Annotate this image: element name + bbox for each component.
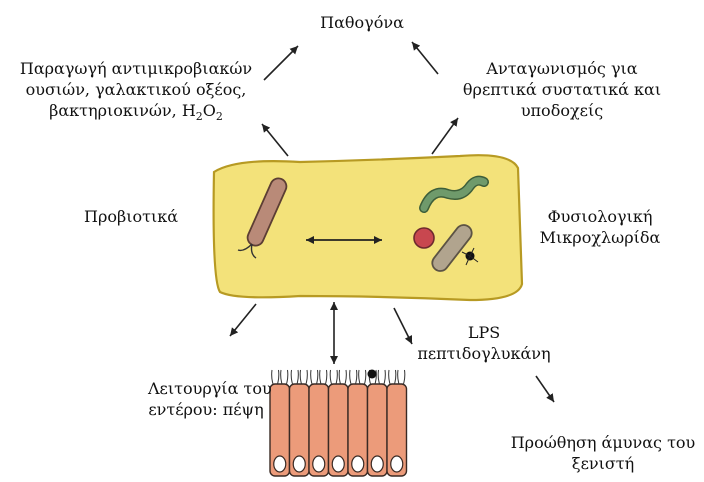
arrow-to-gut-function [230,304,256,336]
microvillus [278,370,279,384]
microvillus [345,370,346,384]
gut-function-label: Λειτουργία του εντέρου: πέψη [148,378,264,420]
normal-flora-line-2: Μικροχλωρίδα [534,227,666,248]
microvillus [326,370,327,384]
gut-function-line-1: Λειτουργία του [148,378,264,399]
cell-nucleus [293,456,305,472]
microvillus [389,370,390,384]
microvillus [300,370,301,384]
lps-line-1: LPS [416,322,552,343]
host-defense-line-1: Προώθηση άμυνας του [506,432,700,453]
normal-flora-line-1: Φυσιολογική [534,206,666,227]
microvillus [336,370,337,384]
microvillus [339,370,340,384]
arrow-to-host-defense [536,376,554,402]
antimicrobial-label: Παραγωγή αντιμικροβιακών ουσιών, γαλακτι… [4,58,268,127]
gut-function-line-2: εντέρου: πέψη [148,399,264,420]
microvillus [330,370,331,384]
arrow-to-pathogens-left [264,46,298,80]
antimicrobial-line-2: ουσιών, γαλακτικού οξέος, [4,79,268,100]
pathogens-label: Παθογόνα [300,12,424,33]
cell-nucleus [352,456,364,472]
microvillus [306,370,307,384]
microvillus [297,370,298,384]
lps-label: LPS πεπτιδογλυκάνη [416,322,552,364]
antimicrobial-line-3: βακτηριοκινών, H2O2 [4,100,268,127]
cell-nucleus [371,456,383,472]
microvillus [378,370,379,384]
lps-line-2: πεπτιδογλυκάνη [416,343,552,364]
microvillus [384,370,385,384]
probiotics-label: Προβιοτικά [84,206,178,227]
competition-line-3: υποδοχείς [454,100,670,121]
competition-line-2: θρεπτικά συστατικά και [454,79,670,100]
normal-flora-label: Φυσιολογική Μικροχλωρίδα [534,206,666,248]
competition-line-1: Ανταγωνισμός για [454,58,670,79]
epithelial-particle [368,370,377,379]
microvillus [350,370,351,384]
epithelial-cells-icon [270,370,407,476]
arrow-to-lps [394,308,412,344]
microvillus [291,370,292,384]
arrow-to-competition [432,118,458,154]
arrow-to-pathogens-right [412,42,438,74]
antimicrobial-line-1: Παραγωγή αντιμικροβιακών [4,58,268,79]
competition-label: Ανταγωνισμός για θρεπτικά συστατικά και … [454,58,670,121]
cell-nucleus [391,456,403,472]
host-defense-line-2: ξενιστή [506,453,700,474]
microvillus [311,370,312,384]
microvillus [404,370,405,384]
microvillus [281,370,282,384]
cell-nucleus [332,456,344,472]
arrow-to-antimicrobial [262,124,288,156]
microvillus [398,370,399,384]
cell-nucleus [274,456,286,472]
cell-nucleus [313,456,325,472]
microvillus [317,370,318,384]
microvillus [356,370,357,384]
microvillus [395,370,396,384]
microvillus [287,370,288,384]
microvillus [359,370,360,384]
microvillus [320,370,321,384]
host-defense-label: Προώθηση άμυνας του ξενιστή [506,432,700,474]
microvillus [365,370,366,384]
